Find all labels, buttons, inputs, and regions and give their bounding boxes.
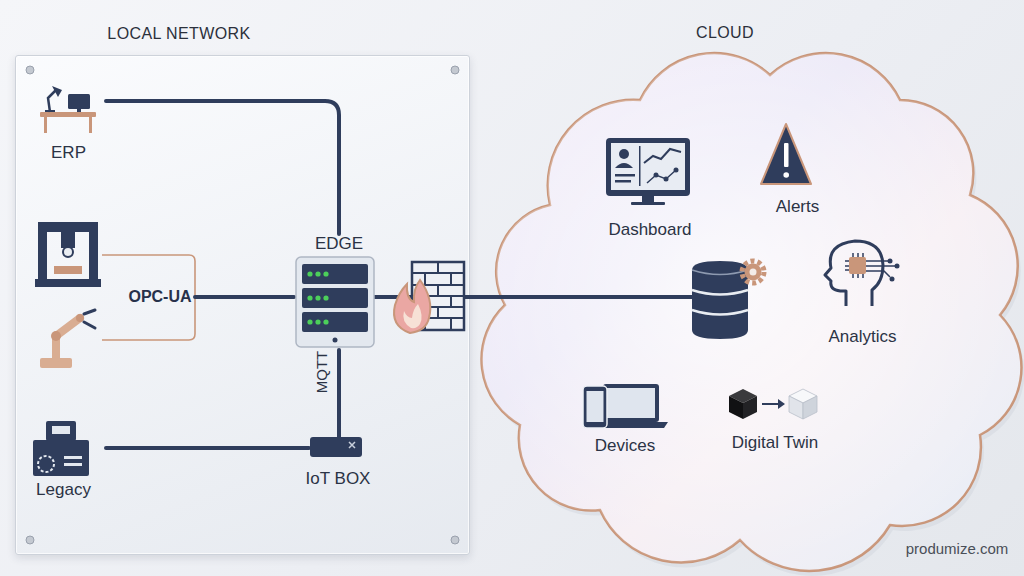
node-label: IoT BOX — [306, 469, 371, 489]
erp-node: ERP — [31, 81, 106, 163]
digital-twin-node: Digital Twin — [715, 380, 835, 453]
cloud-outline — [482, 53, 1022, 571]
node-label: EDGE — [315, 234, 363, 254]
node-label: ERP — [51, 143, 86, 163]
cloud-region: CLOUDDashboardAlertsAnalyticsDevicesDigi… — [490, 55, 1015, 550]
node-label: Dashboard — [608, 220, 691, 240]
region-heading: LOCAL NETWORK — [107, 25, 250, 43]
node-label: Digital Twin — [732, 433, 819, 453]
local-network-panel: LOCAL NETWORKERPEDGEIoT BOXLegacy — [15, 55, 470, 555]
protocol-label: OPC-UA — [128, 288, 191, 306]
analytics-node: Analytics — [810, 235, 915, 347]
node-label: Alerts — [776, 197, 819, 217]
node-label: Legacy — [36, 480, 91, 500]
dashboard-node: Dashboard — [595, 130, 705, 240]
legacy-machine-node: Legacy — [21, 416, 106, 500]
region-heading: CLOUD — [696, 24, 754, 42]
node-label: Devices — [595, 436, 655, 456]
iot-box-node: IoT BOX — [309, 437, 367, 489]
watermark: produmize.com — [906, 540, 1009, 557]
node-label: Analytics — [828, 327, 896, 347]
devices-node: Devices — [575, 378, 675, 456]
protocol-label: MQTT — [313, 351, 330, 394]
cloud-shape — [490, 55, 1015, 550]
cloud-glow — [482, 53, 1022, 571]
alerts-node: Alerts — [755, 115, 840, 217]
edge-server-node: EDGE — [293, 234, 385, 350]
